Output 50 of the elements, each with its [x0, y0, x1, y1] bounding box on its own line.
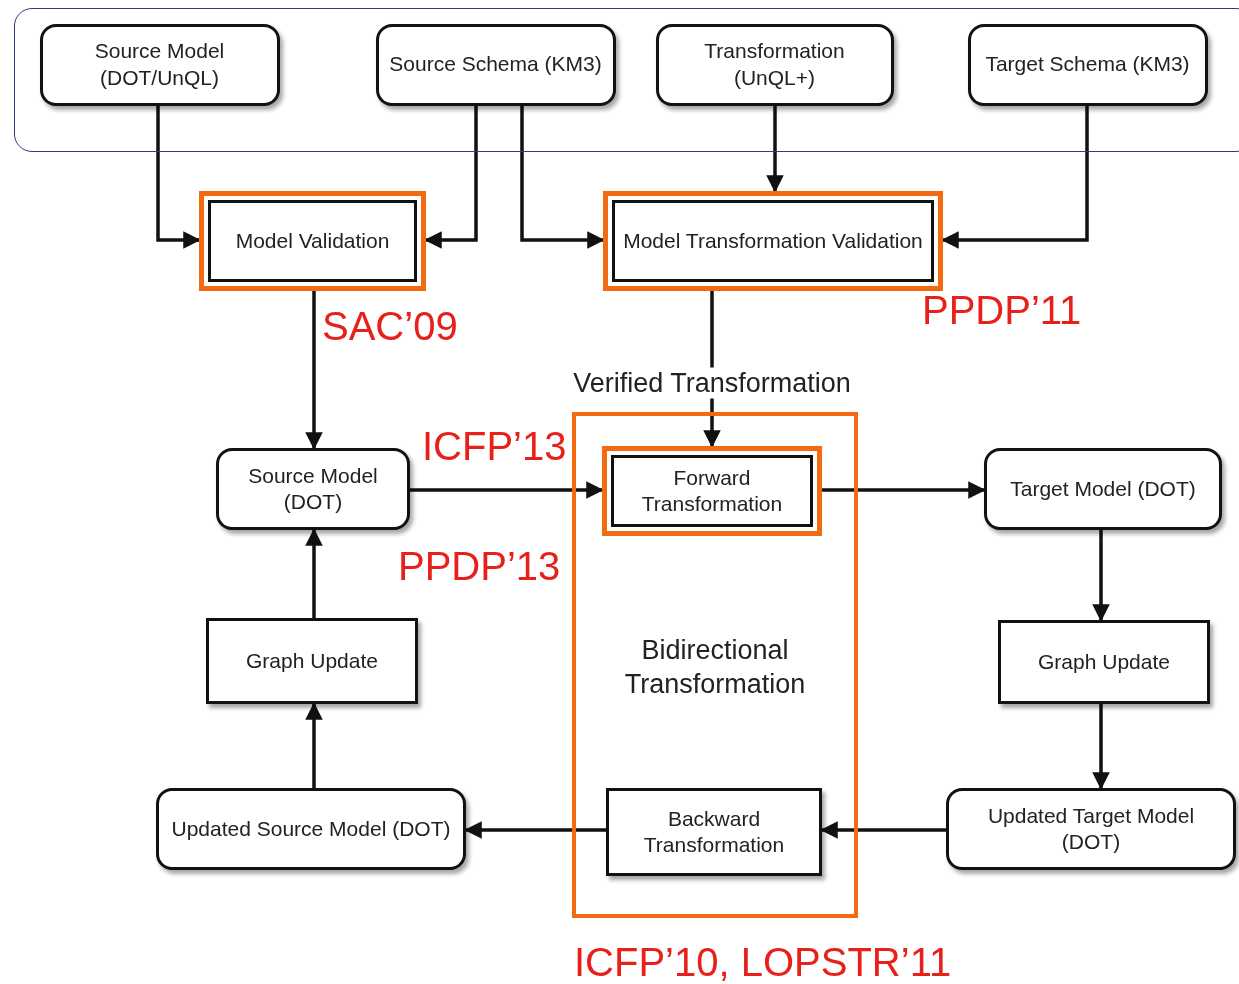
- arrow: [941, 106, 1089, 249]
- node-label: Source Schema (KM3): [388, 51, 603, 78]
- venue-label: PPDP’11: [922, 290, 1082, 330]
- node-label: Updated Target Model (DOT): [986, 802, 1196, 855]
- arrow: [822, 481, 986, 499]
- arrow: [520, 106, 605, 249]
- highlighted-region: [572, 412, 858, 918]
- arrow: [424, 106, 478, 249]
- arrow: [766, 106, 784, 193]
- arrow: [820, 821, 946, 839]
- node-label: Source Model (DOT): [247, 462, 379, 515]
- rounded-box: [39, 23, 280, 106]
- arrow: [464, 821, 606, 839]
- arrow: [410, 481, 604, 499]
- node-label: Updated Source Model (DOT): [170, 815, 452, 842]
- process-box: [606, 788, 822, 876]
- rounded-box: [156, 788, 466, 870]
- venue-label: SAC’09: [322, 306, 458, 346]
- rounded-box: [984, 448, 1222, 530]
- node-label: Backward Transformation: [642, 805, 786, 858]
- node-label: Source Model (DOT/UnQL): [93, 38, 226, 91]
- venue-label: ICFP’10, LOPSTR’11: [574, 942, 952, 982]
- group-frame: [14, 8, 1239, 152]
- rounded-box: [946, 788, 1236, 870]
- node-label: Model Transformation Validation: [622, 227, 924, 254]
- node-label: Graph Update: [245, 647, 379, 674]
- node-label: Transformation (UnQL+): [703, 38, 846, 91]
- rounded-box: [375, 23, 616, 106]
- highlighted-box: [603, 191, 943, 291]
- venue-label: ICFP’13: [422, 426, 567, 466]
- rounded-box: [216, 448, 410, 530]
- node-label: Model Validation: [234, 227, 391, 254]
- arrow: [1092, 530, 1110, 622]
- venue-label: PPDP’13: [398, 546, 561, 586]
- arrow: [305, 528, 323, 618]
- node-label: Target Model (DOT): [1009, 475, 1197, 502]
- node-label: Forward Transformation: [640, 464, 784, 517]
- node-label: Graph Update: [1037, 648, 1171, 675]
- arrow: [156, 106, 201, 249]
- highlighted-box: [199, 191, 426, 291]
- process-box: [206, 618, 418, 704]
- arrow: [305, 291, 323, 450]
- arrow: [305, 702, 323, 788]
- rounded-box: [655, 23, 894, 106]
- rounded-box: [967, 23, 1208, 106]
- process-box: [998, 620, 1210, 704]
- highlighted-box: [602, 446, 822, 536]
- node-label: Bidirectional Transformation: [623, 634, 807, 701]
- arrow: [1092, 704, 1110, 790]
- node-label: Target Schema (KM3): [984, 51, 1191, 78]
